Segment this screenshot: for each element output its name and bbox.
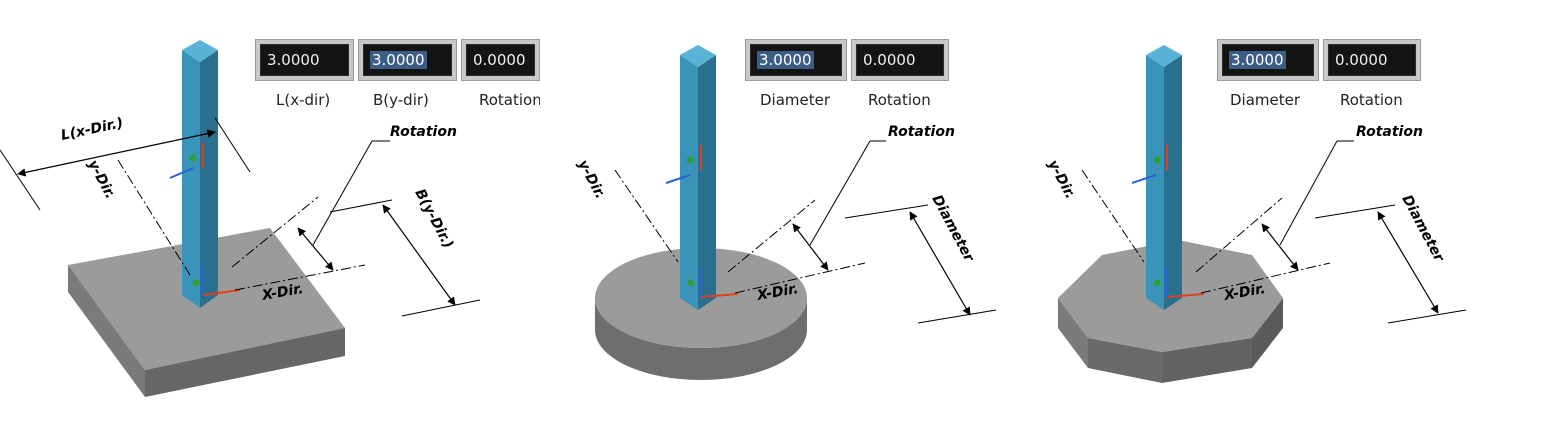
- diameter-input-value: 3.0000: [1229, 51, 1286, 69]
- diameter-input-label: Diameter: [1230, 91, 1301, 109]
- diameter-input-value: 3.0000: [757, 51, 814, 69]
- circular-footing-drawing: y-Dir. Rotation Diameter X-Dir.: [574, 45, 997, 380]
- column-front-face: [680, 55, 698, 310]
- length-input[interactable]: 3.0000: [255, 39, 354, 81]
- y-direction-label: y-Dir.: [1044, 157, 1078, 201]
- length-input-label: L(x-dir): [276, 91, 331, 109]
- rotation-input-label: Rotation: [1340, 91, 1403, 109]
- rotation-input-label: Rotation: [868, 91, 931, 109]
- rotation-input[interactable]: 0.0000: [851, 39, 949, 81]
- rotation-input-label: Rotation: [479, 91, 540, 109]
- diameter-dimension-label: Diameter: [1398, 192, 1447, 265]
- column-front-face: [182, 50, 200, 308]
- footing-left-face: [68, 265, 145, 397]
- width-input[interactable]: 3.0000: [358, 39, 457, 81]
- panel-octagonal-footing: y-Dir. Rotation Diameter X-Dir. 3.0000 0…: [1030, 0, 1552, 422]
- x-direction-label: X-Dir.: [755, 281, 800, 304]
- column-side-face: [1164, 55, 1182, 310]
- rotation-label: Rotation: [888, 124, 955, 140]
- footing-front-face: [145, 328, 345, 397]
- width-dimension-label: B(y-Dir.): [411, 186, 456, 251]
- diameter-dimension-label: Diameter: [928, 192, 977, 265]
- rotation-label: Rotation: [1356, 124, 1423, 140]
- rotation-input-value: 0.0000: [473, 51, 526, 69]
- column-top-face: [680, 45, 716, 67]
- footing-side-face-front: [1162, 338, 1252, 383]
- diameter-input[interactable]: 3.0000: [745, 39, 847, 81]
- column-top-face: [182, 40, 218, 62]
- panel-rectangular-footing: L(x-Dir.) y-Dir. Rotation B(y-Dir.) X-Di…: [0, 0, 540, 422]
- column-front-face: [1146, 55, 1164, 310]
- footing-side-face-front-left: [1088, 338, 1162, 383]
- length-input-value: 3.0000: [267, 51, 320, 69]
- diameter-input[interactable]: 3.0000: [1217, 39, 1319, 81]
- octagonal-footing-drawing: y-Dir. Rotation Diameter X-Dir.: [1044, 45, 1467, 383]
- rotation-input[interactable]: 0.0000: [461, 39, 540, 81]
- rotation-input-value: 0.0000: [1335, 51, 1388, 69]
- column-side-face: [698, 55, 716, 310]
- column-side-face: [200, 50, 218, 308]
- length-dimension-label: L(x-Dir.): [60, 115, 125, 144]
- y-direction-label: y-Dir.: [574, 157, 608, 201]
- width-input-label: B(y-dir): [373, 91, 429, 109]
- y-direction-label: y-Dir.: [84, 157, 118, 201]
- rotation-input-value: 0.0000: [863, 51, 916, 69]
- width-input-value: 3.0000: [370, 51, 427, 69]
- footing-side-face: [595, 298, 807, 380]
- diameter-input-label: Diameter: [760, 91, 831, 109]
- rotation-label: Rotation: [390, 124, 457, 140]
- rotation-input[interactable]: 0.0000: [1323, 39, 1421, 81]
- x-direction-label: X-Dir.: [260, 281, 305, 304]
- panel-circular-footing: y-Dir. Rotation Diameter X-Dir. 3.0000 0…: [560, 0, 1030, 422]
- x-direction-label: X-Dir.: [1222, 281, 1267, 304]
- rectangular-footing-drawing: L(x-Dir.) y-Dir. Rotation B(y-Dir.) X-Di…: [0, 40, 481, 397]
- footing-side-face-left: [1058, 298, 1088, 368]
- footing-side-face-right: [1252, 298, 1283, 368]
- column-top-face: [1146, 45, 1182, 67]
